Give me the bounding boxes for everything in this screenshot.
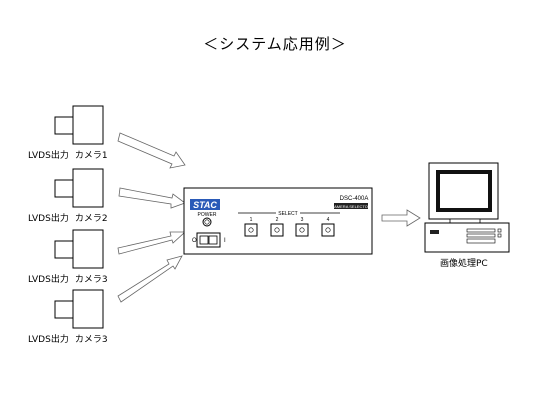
svg-text:1: 1	[250, 217, 253, 223]
switch-off-label: O	[192, 238, 197, 244]
power-label: POWER	[198, 212, 217, 218]
camera-3	[54, 229, 104, 269]
pc-illustration	[424, 162, 510, 253]
select-button-3[interactable]: 3	[295, 217, 309, 237]
camera-1-label: LVDS出力カメラ1	[28, 151, 108, 161]
camera-1	[54, 105, 104, 145]
select-button-4[interactable]: 4	[321, 217, 335, 237]
svg-text:3: 3	[301, 217, 304, 223]
select-label: SELECT	[278, 211, 297, 217]
pc-case	[424, 222, 510, 253]
page-title: ＜システム応用例＞	[203, 35, 347, 53]
camera-2-label: LVDS出力カメラ2	[28, 214, 108, 224]
arrow-camera-2	[118, 187, 186, 209]
arrow-camera-1	[117, 132, 186, 169]
svg-text:2: 2	[276, 217, 279, 223]
brand-logo: STAC	[193, 200, 217, 210]
model-number: DSC-400A	[340, 196, 369, 202]
svg-text:4: 4	[327, 217, 330, 223]
model-subtitle: CAMERA SELECTOR	[331, 204, 371, 209]
select-button-1[interactable]: 1	[244, 217, 258, 237]
camera-4-label: LVDS出力カメラ3	[28, 335, 108, 345]
arrow-to-pc	[381, 209, 421, 227]
select-button-2[interactable]: 2	[270, 217, 284, 237]
arrow-camera-4	[117, 255, 183, 303]
pc-label: 画像処理PC	[440, 259, 488, 269]
camera-4	[54, 289, 104, 329]
camera-3-label: LVDS出力カメラ3	[28, 275, 108, 285]
camera-selector-device: STAC DSC-400A CAMERA SELECTOR POWER O I …	[183, 187, 373, 255]
camera-2	[54, 168, 104, 208]
arrow-camera-3	[117, 231, 187, 255]
switch-on-label: I	[224, 238, 226, 244]
